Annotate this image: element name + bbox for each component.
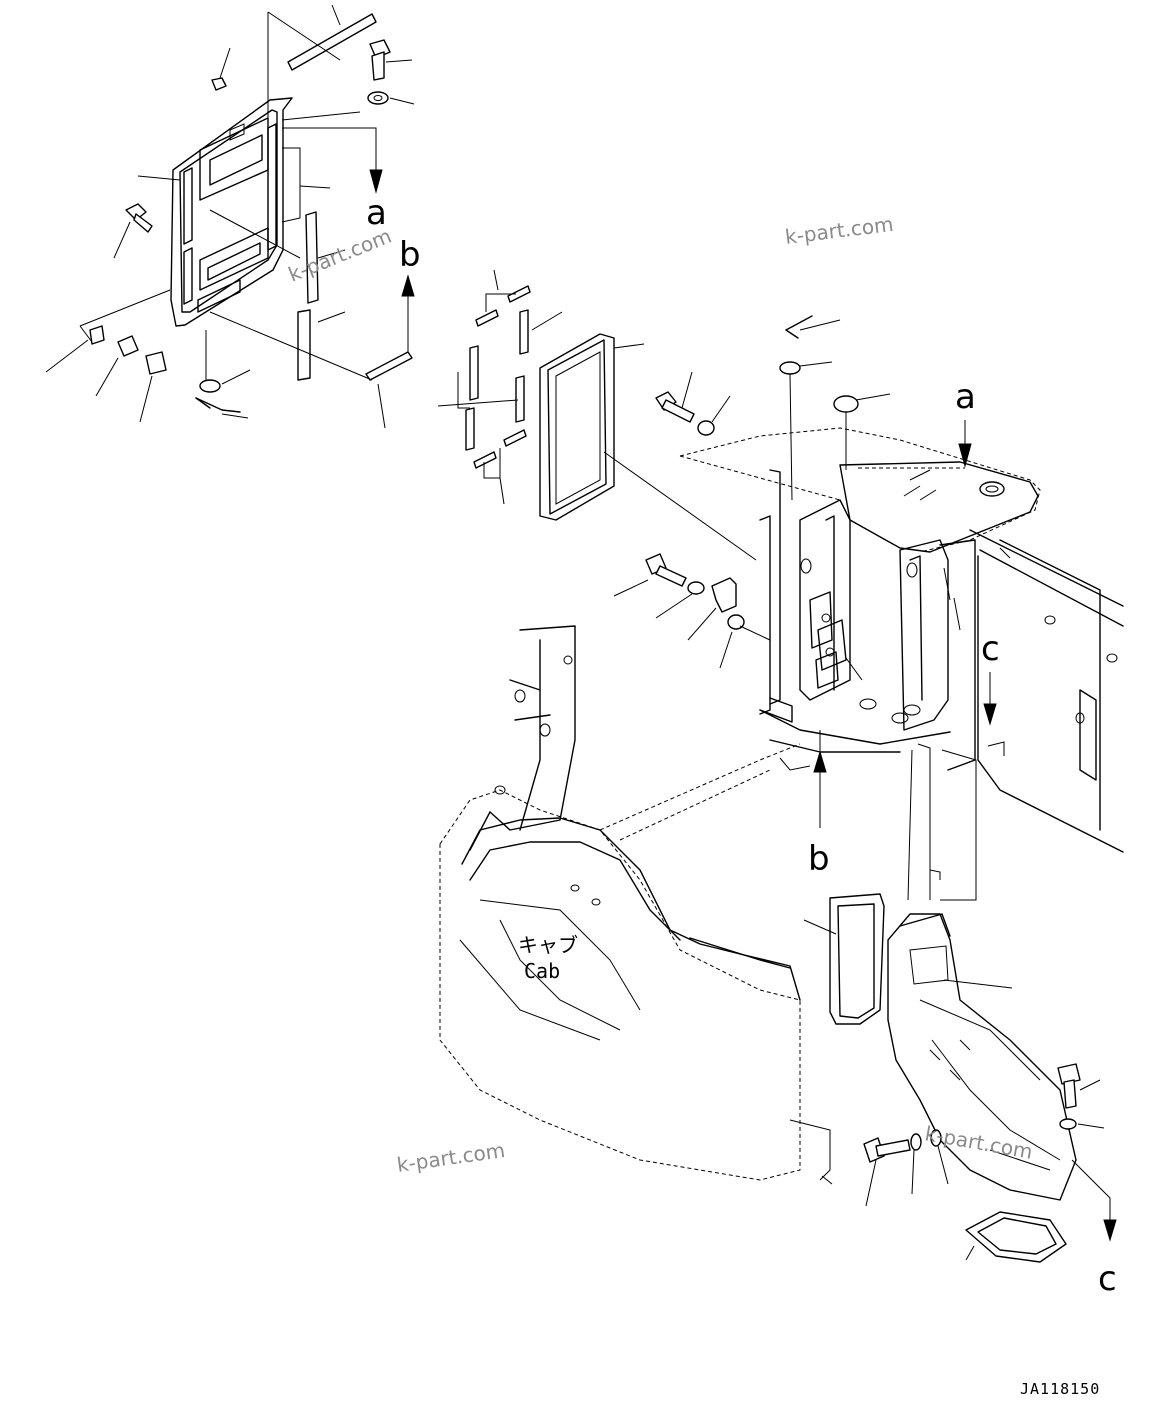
cab-label-jp: キャブ	[518, 933, 578, 957]
filter-element	[539, 333, 757, 561]
drawing-code: JA118150	[1020, 1380, 1100, 1398]
cab-shell: キャブ Cab	[439, 625, 833, 1185]
ref-label-b-top: b	[399, 235, 421, 275]
ref-label-a-right: a	[955, 377, 976, 417]
ref-label-a-top: a	[366, 193, 387, 233]
air-duct: c	[803, 893, 1117, 1299]
ref-label-c-bottom: c	[1098, 1259, 1117, 1299]
watermark: k-part.com	[784, 212, 895, 249]
cab-label-en: Cab	[524, 959, 560, 983]
seal-strips	[437, 269, 563, 505]
watermark: k-part.com	[395, 1138, 506, 1177]
ref-label-b-bottom: b	[808, 839, 830, 879]
cab-frame: a	[599, 377, 1124, 901]
ref-label-c-right: c	[981, 629, 1000, 669]
door-panel-assembly: a b	[79, 4, 421, 429]
roof-fasteners	[613, 315, 891, 669]
watermark: k-part.com	[285, 224, 395, 287]
door-fasteners	[45, 39, 415, 423]
